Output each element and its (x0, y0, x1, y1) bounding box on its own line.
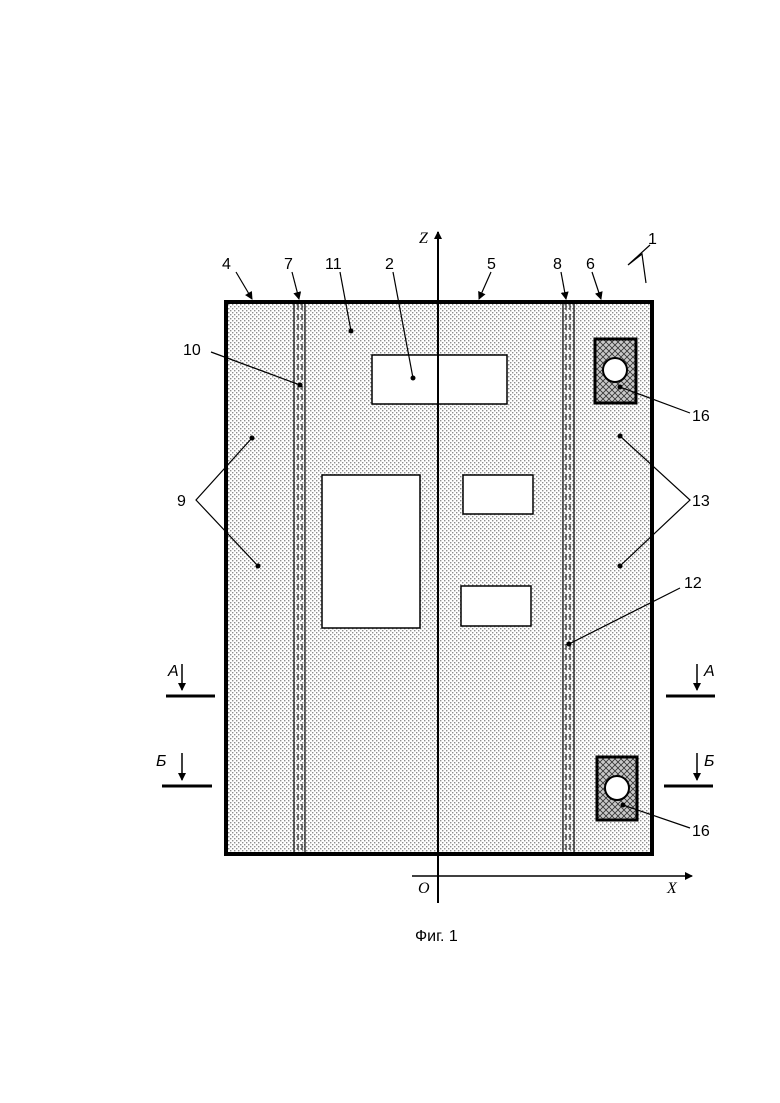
window-top-2 (372, 355, 507, 404)
section-a-left: А (167, 663, 179, 680)
section-b-right: Б (704, 753, 714, 770)
callout-4: 4 (222, 256, 231, 273)
callout-10: 10 (183, 342, 201, 359)
callout-2: 2 (385, 256, 394, 273)
callout-9: 9 (177, 493, 186, 510)
callout-8: 8 (553, 256, 562, 273)
element-16-top (595, 339, 636, 403)
callout-12: 12 (684, 575, 702, 592)
callout-5: 5 (487, 256, 496, 273)
window-right-upper (463, 475, 533, 514)
x-axis-label: X (666, 880, 678, 897)
callout-7: 7 (284, 256, 293, 273)
window-right-lower (461, 586, 531, 626)
figure-caption: Фиг. 1 (415, 928, 458, 945)
callout-6: 6 (586, 256, 595, 273)
callout-1: 1 (648, 231, 657, 248)
callout-16-bottom: 16 (692, 823, 710, 840)
element-16-bottom (597, 757, 637, 820)
callout-11: 11 (325, 256, 342, 273)
section-b-left: Б (156, 753, 166, 770)
callout-16-top: 16 (692, 408, 710, 425)
callout-13: 13 (692, 493, 710, 510)
section-a-right: А (703, 663, 715, 680)
origin-label: O (418, 880, 430, 897)
z-axis-label: Z (419, 230, 429, 247)
window-large-left (322, 475, 420, 628)
